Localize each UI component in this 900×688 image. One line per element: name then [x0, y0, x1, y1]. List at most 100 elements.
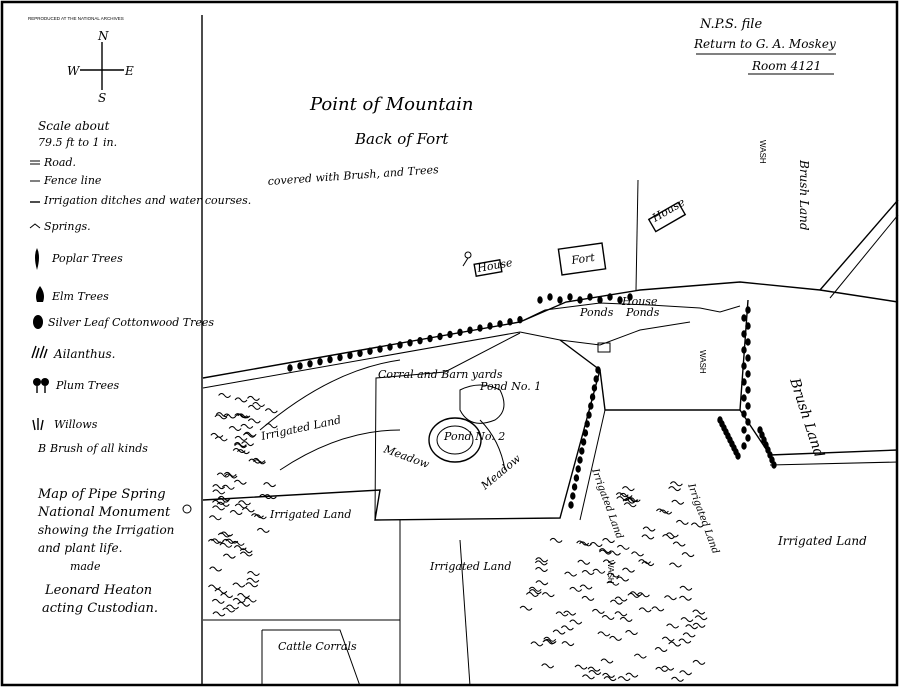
tree-mark-icon: [580, 438, 587, 446]
tree-mark-icon: [589, 393, 596, 401]
description-line-5: made: [70, 560, 101, 573]
tree-mark-icon: [517, 316, 523, 324]
label-cattle-corrals: Cattle Corrals: [278, 640, 357, 653]
brush-mark-icon: [214, 436, 228, 442]
tree-mark-icon: [307, 360, 313, 368]
plum-tree-icon: [33, 378, 49, 393]
label-irrigated-land-2: Irrigated Land: [269, 508, 351, 521]
brush-mark-icon: [579, 584, 593, 590]
brush-mark-icon: [560, 625, 574, 631]
brush-mark-icon: [656, 508, 669, 514]
label-house-3: House: [621, 295, 658, 308]
legend-row-ditch: Irrigation ditches and water courses.: [30, 194, 251, 207]
compass-north: N: [97, 29, 109, 43]
brush-mark-icon: [671, 499, 685, 505]
brush-mark-icon: [599, 549, 612, 555]
brush-mark-icon: [535, 557, 549, 563]
tree-mark-icon: [741, 314, 747, 322]
tree-mark-icon: [427, 334, 433, 343]
brush-mark-icon: [528, 586, 542, 592]
brush-mark-icon: [543, 638, 557, 644]
brush-mark-icon: [231, 540, 245, 546]
tree-mark-icon: [745, 322, 751, 330]
brush-mark-icon: [692, 622, 706, 628]
tree-mark-icon: [735, 452, 741, 460]
tree-mark-icon: [417, 337, 423, 345]
legend-row-springs: Springs.: [29, 220, 91, 233]
file-note-line-3: Room 4121: [751, 59, 821, 73]
tree-mark-icon: [437, 332, 443, 341]
legend-label: Silver Leaf Cottonwood Trees: [48, 316, 214, 329]
brush-mark-icon: [243, 597, 257, 603]
brush-mark-icon: [582, 674, 595, 680]
tree-mark-icon: [745, 434, 751, 442]
label-brush-land-right: Brush Land: [797, 159, 811, 231]
brush-mark-icon: [662, 534, 675, 540]
brush-mark-icon: [624, 497, 638, 503]
brush-mark-icon: [264, 423, 278, 429]
tree-mark-icon: [741, 378, 747, 386]
brush-mark-icon: [638, 607, 652, 613]
brush-mark-icon: [616, 496, 630, 502]
label-fort: Fort: [570, 251, 596, 267]
brush-mark-icon: [661, 636, 675, 642]
scale-line-2: 79.5 ft to 1 in.: [38, 136, 117, 149]
brush-mark-icon: [246, 577, 260, 583]
brush-mark-icon: [680, 617, 694, 623]
tree-mark-icon: [457, 328, 463, 336]
tree-mark-icon: [745, 386, 751, 394]
brush-mark-icon: [245, 582, 259, 588]
legend-row-ailanthus: Ailanthus.: [31, 345, 115, 361]
brush-mark-icon: [617, 676, 631, 682]
brush-mark-icon: [263, 482, 277, 488]
tree-mark-icon: [586, 411, 592, 419]
brush-mark-icon: [215, 412, 229, 418]
brush-mark-icon: [208, 584, 221, 590]
brush-mark-icon: [555, 611, 569, 617]
brush-mark-icon: [212, 484, 226, 490]
brush-mark-icon: [602, 559, 616, 565]
brush-mark-icon: [574, 664, 588, 670]
file-note-line-1: N.P.S. file: [699, 17, 762, 32]
brush-mark-icon: [212, 611, 226, 617]
brush-mark-icon: [212, 499, 225, 505]
tree-mark-icon: [547, 293, 553, 301]
brush-mark-icon: [223, 413, 237, 419]
brush-mark-icon: [263, 494, 277, 500]
brush-mark-icon: [602, 672, 615, 678]
brush-mark-icon: [256, 527, 270, 533]
label-ponds-b: Ponds: [625, 306, 660, 319]
brush-mark-icon: [627, 592, 641, 598]
brush-mark-icon: [672, 541, 686, 547]
label-pond-2: Pond No. 2: [443, 430, 505, 443]
house-building-1: [647, 201, 687, 233]
brush-mark-icon: [232, 448, 246, 454]
description-line-2: National Monument: [37, 505, 171, 520]
brush-mark-icon: [535, 580, 549, 586]
tree-mark-icon: [745, 354, 751, 362]
brush-mark-icon: [623, 502, 637, 508]
brush-mark-icon: [217, 532, 231, 538]
brush-mark-icon: [681, 552, 695, 558]
brush-mark-icon: [690, 522, 704, 528]
legend-row-brush: B Brush of all kinds: [37, 442, 148, 455]
brush-mark-icon: [694, 615, 708, 621]
brush-mark-icon: [608, 550, 621, 556]
tree-mark-icon: [593, 375, 599, 383]
brush-mark-icon: [621, 486, 635, 492]
brush-mark-icon: [606, 580, 620, 586]
brush-mark-icon: [214, 414, 228, 420]
brush-mark-icon: [234, 413, 248, 419]
legend-label: Road.: [43, 156, 76, 169]
legend-label: Plum Trees: [55, 379, 120, 392]
map-lines: [202, 179, 899, 687]
tree-mark-icon: [584, 420, 590, 428]
brush-mark-icon: [214, 588, 228, 594]
brush-mark-icon: [642, 526, 656, 532]
label-corral: Corral and Barn yards: [378, 368, 503, 381]
brush-mark-icon: [222, 607, 236, 613]
tree-mark-icon: [537, 296, 543, 304]
tree-mark-icon: [617, 296, 623, 304]
brush-mark-icon: [248, 458, 262, 464]
monument-marker-icon: [182, 504, 192, 514]
